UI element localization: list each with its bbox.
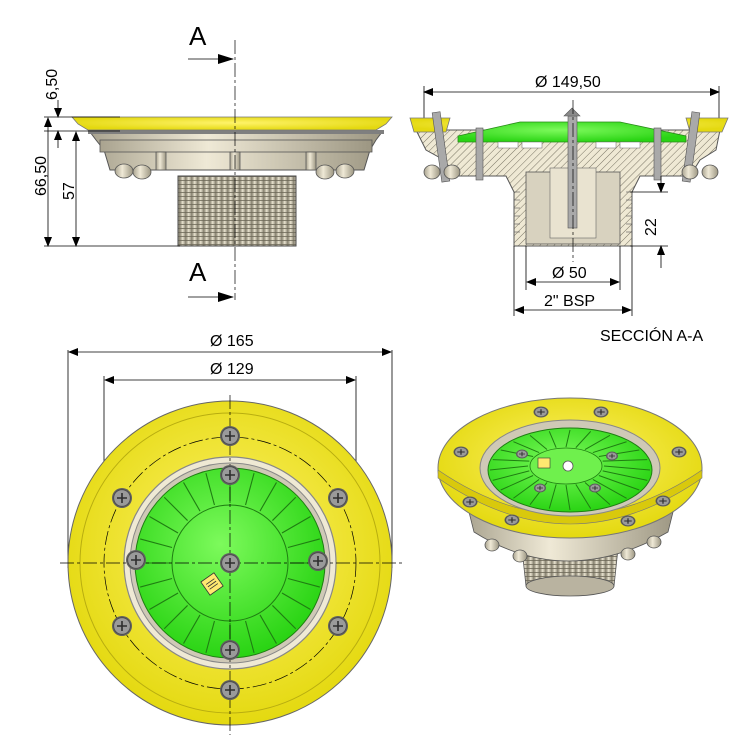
- screw-icon: [125, 549, 147, 571]
- yellow-flange: [71, 116, 393, 131]
- dim-inner-diameter: Ø 50: [552, 265, 587, 282]
- screw-icon: [219, 679, 241, 701]
- screw-icon: [619, 514, 637, 528]
- screw-icon: [219, 552, 241, 574]
- section-mark-top: A: [189, 21, 207, 51]
- front-view: A A 6,50 66,50 57: [33, 21, 393, 302]
- screw-icon: [654, 494, 672, 508]
- dim-flange-height: 6,50: [44, 69, 61, 100]
- screw-icon: [515, 449, 529, 459]
- section-view: Ø 149,50: [409, 74, 729, 345]
- screw-icon: [219, 639, 241, 661]
- section-mark-bottom: A: [189, 257, 207, 287]
- screw-icon: [532, 405, 550, 419]
- dim-outer-diameter: Ø 165: [210, 333, 254, 350]
- screw-icon: [452, 445, 470, 459]
- screw-icon: [605, 451, 619, 461]
- iso-view: [437, 397, 703, 597]
- dim-thread: 2" BSP: [544, 293, 595, 310]
- screw-icon: [219, 425, 241, 447]
- plan-view: Ø 165 Ø 129: [60, 333, 404, 735]
- screw-icon: [307, 550, 329, 572]
- screw-icon: [111, 615, 133, 637]
- screw-icon: [588, 483, 602, 493]
- screw-icon: [533, 483, 547, 493]
- section-title: SECCIÓN A-A: [600, 326, 703, 345]
- screw-icon: [461, 495, 479, 509]
- threaded-neck: [177, 175, 297, 247]
- screw-icon: [503, 513, 521, 527]
- dim-body-height: 57: [61, 182, 78, 200]
- dim-bolt-circle: Ø 129: [210, 361, 254, 378]
- screw-icon: [670, 445, 688, 459]
- grate-ribs: [137, 470, 323, 656]
- logo-icon: [200, 572, 224, 596]
- screw-icon: [111, 487, 133, 509]
- screw-icon: [327, 615, 349, 637]
- screw-icon: [327, 487, 349, 509]
- dim-diameter-top: Ø 149,50: [535, 74, 601, 91]
- dim-depth: 22: [643, 218, 660, 236]
- screw-icon: [219, 464, 241, 486]
- screw-icon: [431, 107, 701, 229]
- dim-total-height: 66,50: [33, 156, 50, 196]
- screw-icon: [592, 405, 610, 419]
